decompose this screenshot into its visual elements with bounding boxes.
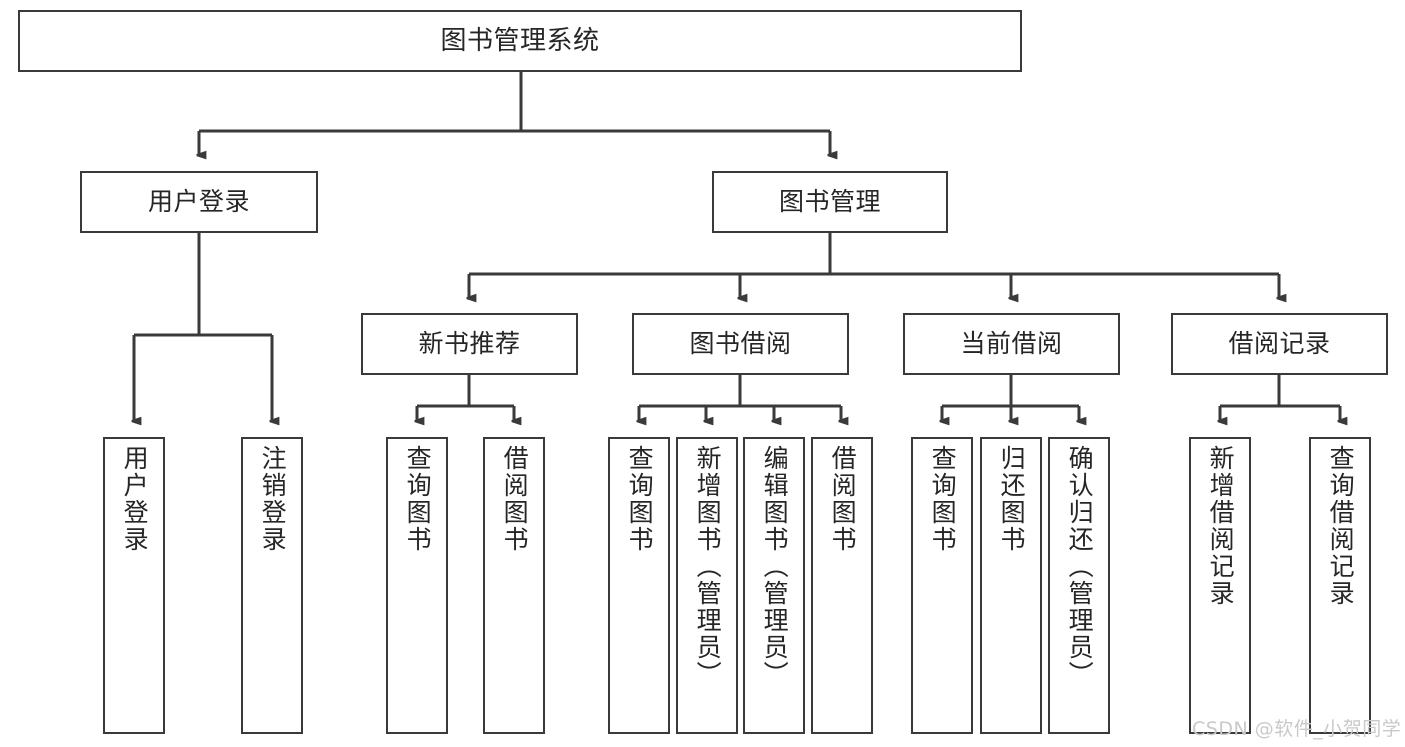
leaf-borrow-book[interactable]: 借阅图书	[811, 437, 873, 734]
leaf-add-book-admin[interactable]: 新增图书（管理员）	[676, 437, 738, 734]
node-user-login[interactable]: 用户登录	[80, 171, 318, 233]
csdn-watermark: CSDN @软件_小贺同学	[1192, 718, 1402, 740]
leaf-confirm-return-admin-label: 确认归还（管理员）	[1065, 445, 1095, 688]
leaf-user-login-label: 用户登录	[120, 445, 150, 553]
leaf-query-book-recommend-label: 查询图书	[403, 445, 433, 553]
leaf-add-borrow-record-label: 新增借阅记录	[1206, 445, 1236, 607]
leaf-logout[interactable]: 注销登录	[241, 437, 303, 734]
leaf-edit-book-admin-label: 编辑图书（管理员）	[760, 445, 790, 688]
leaf-add-book-admin-label: 新增图书（管理员）	[693, 445, 723, 688]
leaf-borrow-book-recommend[interactable]: 借阅图书	[483, 437, 545, 734]
leaf-return-book-label: 归还图书	[997, 445, 1027, 553]
leaf-logout-label: 注销登录	[258, 445, 288, 553]
node-user-login-label: 用户登录	[147, 187, 250, 217]
node-book-borrow[interactable]: 图书借阅	[632, 313, 849, 375]
node-borrow-record-label: 借阅记录	[1228, 329, 1331, 359]
leaf-add-borrow-record[interactable]: 新增借阅记录	[1189, 437, 1251, 734]
leaf-query-book-recommend[interactable]: 查询图书	[386, 437, 448, 734]
node-borrow-record[interactable]: 借阅记录	[1171, 313, 1388, 375]
node-current-borrow[interactable]: 当前借阅	[903, 313, 1120, 375]
leaf-user-login[interactable]: 用户登录	[103, 437, 165, 734]
leaf-edit-book-admin[interactable]: 编辑图书（管理员）	[743, 437, 805, 734]
node-book-borrow-label: 图书借阅	[689, 329, 792, 359]
leaf-query-book-borrow[interactable]: 查询图书	[608, 437, 670, 734]
node-root[interactable]: 图书管理系统	[18, 10, 1022, 72]
node-current-borrow-label: 当前借阅	[960, 329, 1063, 359]
node-new-book-recommend[interactable]: 新书推荐	[361, 313, 578, 375]
leaf-return-book[interactable]: 归还图书	[980, 437, 1042, 734]
node-new-book-recommend-label: 新书推荐	[418, 329, 521, 359]
leaf-borrow-book-label: 借阅图书	[828, 445, 858, 553]
leaf-query-book-current-label: 查询图书	[928, 445, 958, 553]
leaf-query-book-current[interactable]: 查询图书	[911, 437, 973, 734]
leaf-query-borrow-record-label: 查询借阅记录	[1326, 445, 1356, 607]
leaf-query-borrow-record[interactable]: 查询借阅记录	[1309, 437, 1371, 734]
node-book-management-label: 图书管理	[778, 187, 881, 217]
leaf-borrow-book-recommend-label: 借阅图书	[500, 445, 530, 553]
leaf-confirm-return-admin[interactable]: 确认归还（管理员）	[1048, 437, 1110, 734]
node-root-label: 图书管理系统	[440, 25, 600, 56]
node-book-management[interactable]: 图书管理	[712, 171, 948, 233]
leaf-query-book-borrow-label: 查询图书	[625, 445, 655, 553]
